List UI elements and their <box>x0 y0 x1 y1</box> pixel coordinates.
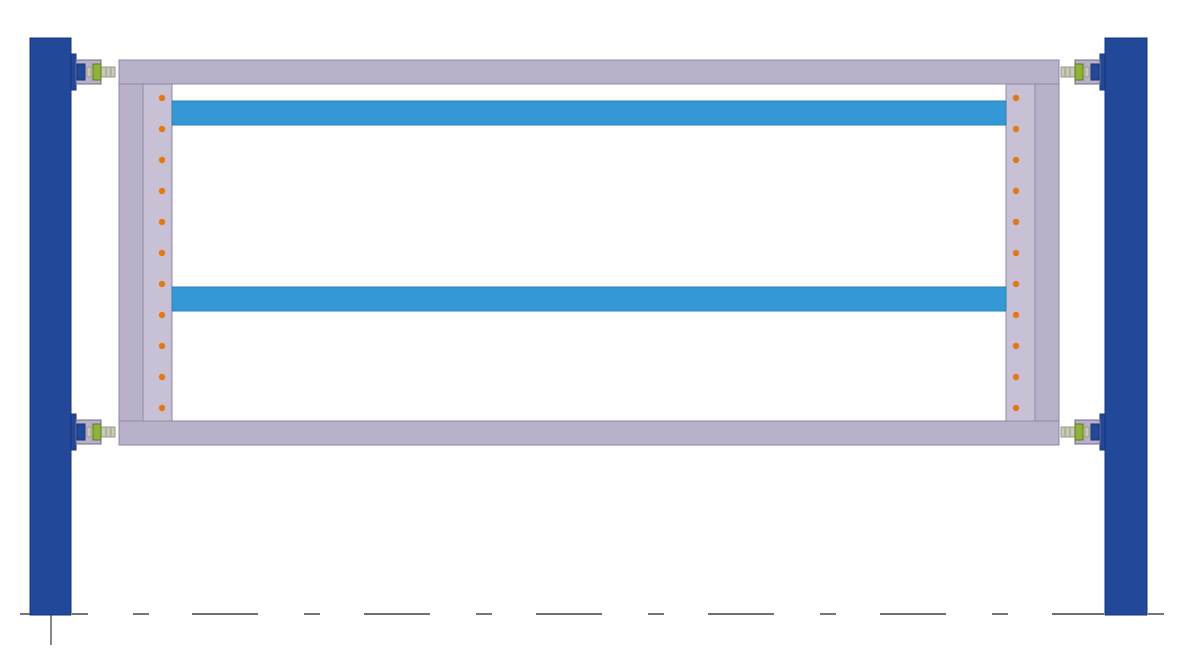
hinge-plate <box>70 53 77 91</box>
hinge-nut <box>1074 63 1084 81</box>
right-bolt-plate <box>1005 83 1036 422</box>
frame-top-rail <box>118 59 1060 85</box>
left-bolt-plate <box>142 83 173 422</box>
bolt <box>1012 187 1020 195</box>
frame-bottom-rail <box>118 420 1060 446</box>
bolt <box>158 404 166 412</box>
hinge-socket <box>1090 423 1100 441</box>
bolt <box>158 156 166 164</box>
bolt <box>1012 125 1020 133</box>
hinge-socket <box>1090 63 1100 81</box>
right-bolt-column <box>1012 94 1020 412</box>
hinge-nut <box>92 63 102 81</box>
bolt <box>1012 156 1020 164</box>
hinge-socket <box>76 423 86 441</box>
hinge-right-top <box>1060 53 1106 91</box>
hinge-nut <box>1074 423 1084 441</box>
left-bolt-column <box>158 94 166 412</box>
hinge-left-bottom <box>70 413 116 451</box>
hinge-right-bottom <box>1060 413 1106 451</box>
frame-right-stile <box>1034 83 1060 422</box>
hinge-plate <box>70 413 77 451</box>
gate-frame <box>118 59 1060 446</box>
bolt <box>158 311 166 319</box>
bolt <box>1012 311 1020 319</box>
bolt <box>158 125 166 133</box>
bolt <box>158 373 166 381</box>
hinge-plate <box>1099 413 1106 451</box>
bolt <box>1012 94 1020 102</box>
bolt <box>158 94 166 102</box>
bolt <box>158 218 166 226</box>
hinge-socket <box>76 63 86 81</box>
frame-left-stile <box>118 83 144 422</box>
bolt <box>1012 373 1020 381</box>
bolt <box>1012 249 1020 257</box>
hinge-left-top <box>70 53 116 91</box>
left-post <box>29 37 72 616</box>
hinge-nut <box>92 423 102 441</box>
bolt <box>158 187 166 195</box>
bolt <box>1012 218 1020 226</box>
right-post <box>1104 37 1148 616</box>
lower-rail <box>171 286 1007 312</box>
bolt <box>1012 342 1020 350</box>
bolt <box>1012 280 1020 288</box>
bolt <box>158 342 166 350</box>
bolt <box>1012 404 1020 412</box>
hinges <box>70 53 1106 451</box>
bolt <box>158 249 166 257</box>
hinge-plate <box>1099 53 1106 91</box>
upper-rail <box>171 100 1007 126</box>
bolt <box>158 280 166 288</box>
